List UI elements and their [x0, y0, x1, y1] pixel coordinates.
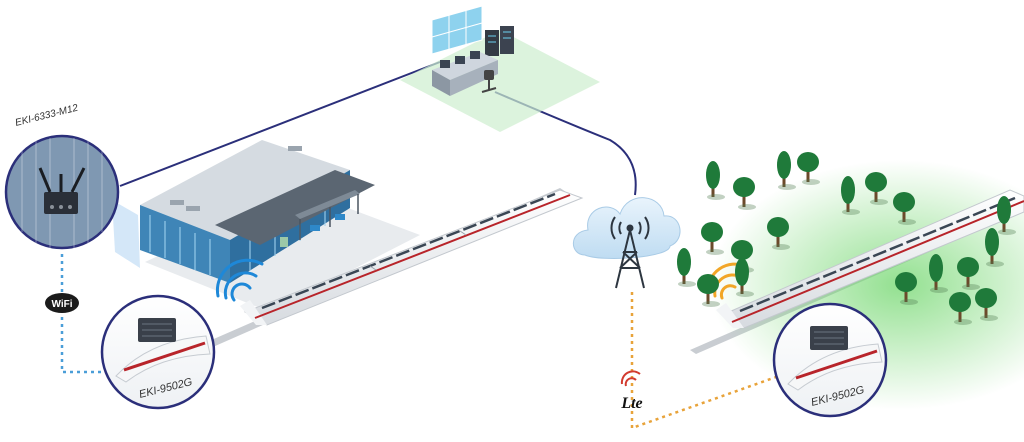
- station-roof: [140, 140, 350, 240]
- wifi-badge: WiFi: [45, 293, 79, 313]
- tree-icon: [957, 257, 980, 290]
- tree-icon: [893, 192, 916, 225]
- tree-icon: [697, 274, 720, 307]
- train-right: [716, 189, 1024, 329]
- tree-icon: [733, 177, 756, 210]
- tree-icon: [677, 248, 696, 287]
- cell-tower-icon: [610, 216, 650, 289]
- tree-icon: [975, 288, 998, 321]
- trees: [677, 151, 1016, 325]
- control-center: [400, 5, 600, 132]
- train-station: [140, 140, 420, 312]
- control-floor: [400, 30, 600, 132]
- control-console: [432, 51, 498, 96]
- lte-badge-text: Lte: [620, 395, 642, 412]
- backbone-link-station: [119, 61, 441, 187]
- tree-icon: [767, 217, 790, 250]
- tree-icon: [949, 292, 972, 325]
- tree-icon: [895, 272, 918, 305]
- tree-icon: [706, 161, 725, 200]
- tree-icon: [777, 151, 796, 190]
- tree-icon: [929, 254, 948, 293]
- lte-icon: Lte: [620, 370, 643, 412]
- server-racks: [485, 26, 514, 56]
- tree-icon: [701, 222, 724, 255]
- station-device-label: EKI-6333-M12: [14, 103, 80, 129]
- train-device-callout-left: EKI-9502G: [100, 294, 216, 410]
- train-device-callout-right: EKI-9502G: [772, 302, 888, 418]
- tree-icon: [797, 152, 820, 185]
- train-left: [240, 189, 584, 326]
- wifi-signal-icon: [215, 258, 264, 302]
- tree-icon: [985, 228, 1004, 267]
- tree-icon: [841, 176, 860, 215]
- lte-link: [630, 292, 797, 430]
- wifi-badge-text: WiFi: [51, 299, 72, 310]
- tree-icon: [997, 196, 1016, 235]
- ekI-6333-m12-router-icon: [38, 167, 86, 214]
- tree-icon: [735, 258, 754, 297]
- tree-icon: [865, 172, 888, 205]
- video-wall: [431, 5, 483, 55]
- station-canopy: [215, 170, 375, 245]
